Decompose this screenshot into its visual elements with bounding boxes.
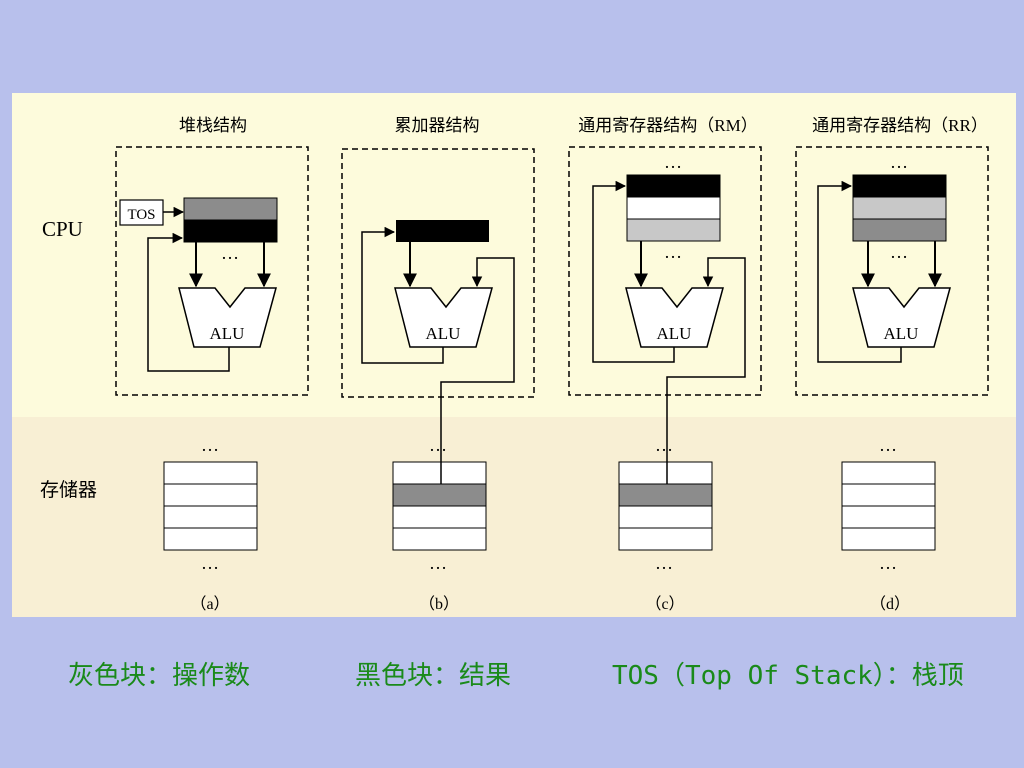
panel-a-memory-cell-1: [163, 461, 258, 485]
tos-box-label: TOS: [127, 207, 155, 223]
panel-d-caption: （d）: [870, 595, 910, 613]
stack-ellipsis: …: [221, 243, 239, 263]
panel-c-operand-register: [626, 218, 721, 242]
panel-a-alu: [178, 287, 277, 348]
panel-b-feedback-path: [361, 226, 444, 364]
panel-b-memory-cell-1: [392, 461, 487, 485]
panel-c-title: 通用寄存器结构（RM）: [578, 116, 757, 135]
panel-c-memory-bottom-ellipsis: …: [655, 553, 673, 573]
panel-c-alu: [625, 287, 724, 348]
stack-top-operand-cell: [183, 197, 278, 221]
legend-operand: 灰色块：操作数: [68, 661, 251, 691]
legend-result: 黑色块：结果: [355, 661, 512, 691]
panel-b-memory-top-ellipsis: …: [429, 435, 447, 455]
panel-a-memory-cell-2: [163, 483, 258, 507]
panel-b-memory-cell-4: [392, 527, 487, 551]
panel-a-memory-cell-4: [163, 527, 258, 551]
panel-c-register-bottom-ellipsis: …: [664, 242, 682, 262]
panel-b-memory-operand-cell: [392, 483, 487, 507]
memory-label: 存储器: [40, 479, 97, 501]
panel-d-feedback-path: [817, 180, 902, 363]
accumulator-register: [396, 220, 489, 242]
panel-c-register-top-ellipsis: …: [664, 152, 682, 172]
panel-d-memory-cell-3: [841, 505, 936, 529]
panel-b-alu: [394, 287, 493, 348]
panel-c-memory-operand-cell: [618, 483, 713, 507]
panel-c-cpu-box: [568, 146, 762, 396]
panel-d-memory-cell-4: [841, 527, 936, 551]
panel-d-memory-top-ellipsis: …: [879, 435, 897, 455]
panel-a-caption: （a）: [190, 595, 229, 613]
panel-d-memory-bottom-ellipsis: …: [879, 553, 897, 573]
panel-c-memory-cell-3: [618, 505, 713, 529]
panel-a-memory-top-ellipsis: …: [201, 435, 219, 455]
panel-d-result-register: [852, 174, 947, 198]
tos-box: [119, 199, 164, 226]
panel-d-alu-label: ALU: [884, 324, 919, 343]
stack-result-cell: [183, 219, 278, 243]
panel-b-caption: （b）: [419, 595, 459, 613]
panel-d-title: 通用寄存器结构（RR）: [812, 116, 988, 135]
panel-d-register-top-ellipsis: …: [890, 152, 908, 172]
panel-c-memory-cell-1: [618, 461, 713, 485]
panel-b-alu-label: ALU: [426, 324, 461, 343]
panel-d-cpu-box: [795, 146, 989, 396]
panel-c-result-register: [626, 174, 721, 198]
panel-c-memory-top-ellipsis: …: [655, 435, 673, 455]
panel-c-caption: （c）: [645, 595, 684, 613]
panel-a-alu-label: ALU: [210, 324, 245, 343]
panel-b-cpu-box: [341, 148, 535, 398]
panel-c-memory-cell-4: [618, 527, 713, 551]
panel-b-memory-bottom-ellipsis: …: [429, 553, 447, 573]
panel-a-feedback-path: [147, 232, 230, 372]
panel-b-memory-cell-3: [392, 505, 487, 529]
cpu-label: CPU: [42, 217, 83, 241]
panel-b-title: 累加器结构: [395, 116, 480, 135]
panel-d-operand-register-1: [852, 196, 947, 220]
panel-a-memory-bottom-ellipsis: …: [201, 553, 219, 573]
panel-a-cpu-box: [115, 146, 309, 396]
panel-d-register-bottom-ellipsis: …: [890, 242, 908, 262]
panel-a-memory-cell-3: [163, 505, 258, 529]
panel-c-feedback-path: [592, 180, 675, 363]
panel-c-empty-register: [626, 196, 721, 220]
panel-c-alu-label: ALU: [657, 324, 692, 343]
panel-c-memory-operand-path: [666, 257, 746, 485]
panel-d-alu: [852, 287, 951, 348]
panel-a-title: 堆栈结构: [179, 116, 247, 135]
legend-tos: TOS（Top Of Stack）：栈顶: [612, 661, 964, 691]
panel-d-operand-register-2: [852, 218, 947, 242]
panel-d-memory-cell-1: [841, 461, 936, 485]
panel-b-memory-operand-path: [440, 257, 515, 485]
panel-d-memory-cell-2: [841, 483, 936, 507]
